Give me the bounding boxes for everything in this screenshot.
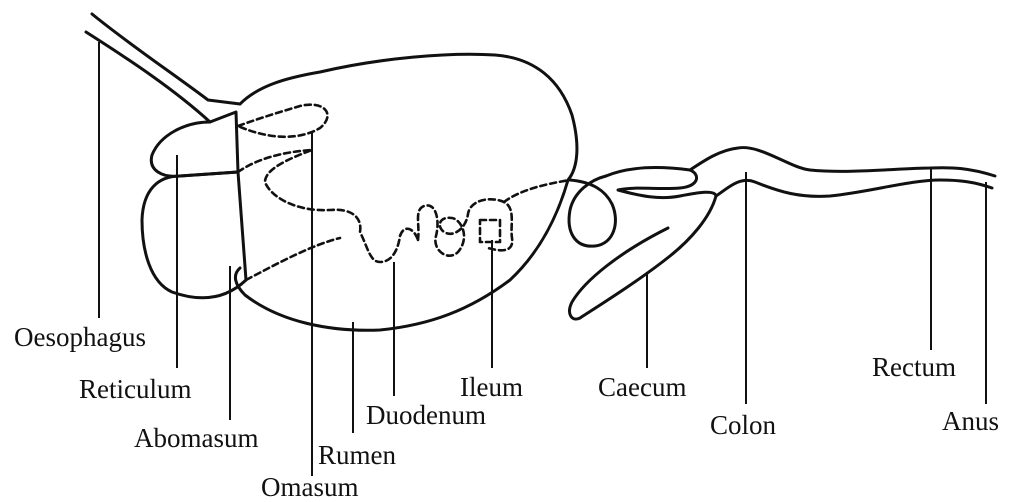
oesophagus-label: Oesophagus — [14, 322, 146, 352]
oesophagus-tube — [86, 14, 240, 122]
rumen-outline — [235, 54, 577, 330]
abomasum-label: Abomasum — [134, 423, 259, 453]
rumen-label: Rumen — [318, 440, 396, 470]
omasum-hidden-loop — [238, 105, 327, 137]
ileum-label: Ileum — [460, 372, 523, 402]
reticulum-outline — [151, 112, 238, 176]
colon-lower-wall — [716, 180, 992, 196]
rectum-label: Rectum — [872, 352, 956, 382]
duodenum-label: Duodenum — [366, 400, 486, 430]
reticulum-label: Reticulum — [79, 374, 191, 404]
ileum-coil — [480, 220, 500, 242]
caecum-label: Caecum — [598, 372, 686, 402]
spiral-colon-loop — [569, 176, 615, 246]
duodenum-lower-hidden-path — [246, 238, 340, 280]
ileum-connection — [504, 180, 570, 202]
duodenum-hidden-path — [238, 150, 418, 262]
anus-label: Anus — [942, 406, 999, 436]
caecum-outline — [570, 168, 716, 320]
label-leader-lines — [99, 42, 986, 476]
omasum-label: Omasum — [261, 472, 359, 502]
colon-label: Colon — [710, 410, 776, 440]
jejunum-coils — [418, 199, 512, 255]
colon-upper-wall — [690, 148, 995, 176]
